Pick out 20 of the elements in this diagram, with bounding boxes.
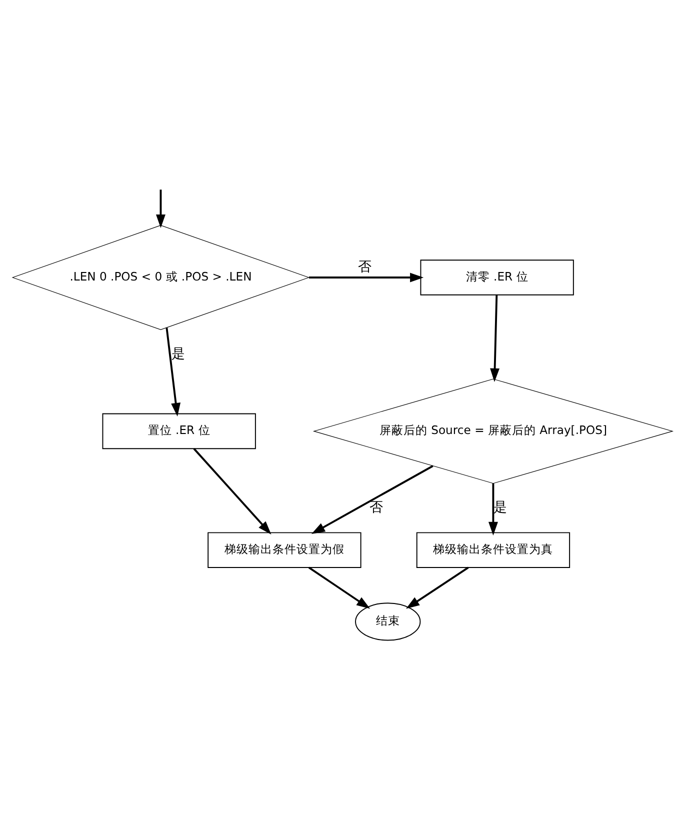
arrow	[193, 448, 272, 534]
node-box: 置位 .ER 位	[102, 413, 256, 450]
arrow	[406, 566, 469, 609]
edge-label: 是	[172, 346, 186, 362]
arrow	[490, 294, 500, 382]
node-box: 梯级输出条件设置为假	[208, 532, 362, 568]
arrow	[156, 190, 166, 228]
arrow	[488, 483, 498, 536]
node-diamond: 屏蔽后的 Source = 屏蔽后的 Array[.POS]	[312, 378, 674, 484]
edge-label: 否	[358, 258, 372, 275]
edge-label: 是	[493, 500, 508, 516]
arrow	[311, 465, 434, 534]
arrow	[166, 328, 181, 417]
arrow	[309, 272, 424, 282]
node-diamond: .LEN 0 .POS < 0 或 .POS > .LEN	[12, 225, 310, 330]
node-ellipse: 结束	[355, 602, 421, 641]
edge-label: 否	[370, 500, 384, 516]
node-box: 梯级输出条件设置为真	[416, 532, 570, 568]
node-box: 清零 .ER 位	[420, 260, 574, 296]
arrow	[308, 566, 370, 609]
